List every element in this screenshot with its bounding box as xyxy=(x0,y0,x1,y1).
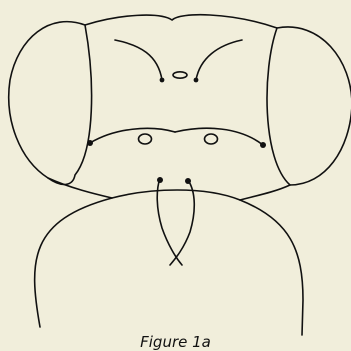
epistomal-suture-left xyxy=(90,128,175,143)
median-ocellus xyxy=(173,72,187,78)
suture-left-end xyxy=(87,140,93,146)
left-compound-eye xyxy=(9,22,92,185)
right-compound-eye xyxy=(267,27,351,185)
pronotum-outline xyxy=(35,190,303,335)
frontal-suture-left xyxy=(115,40,162,80)
frontal-suture-right-end xyxy=(194,78,199,83)
right-antennal-socket xyxy=(185,178,191,184)
head-lower-left xyxy=(48,178,112,198)
right-lateral-ocellus xyxy=(205,134,218,144)
frontal-suture-left-end xyxy=(160,78,165,83)
head-lower-right xyxy=(240,185,290,200)
epistomal-suture-right xyxy=(175,128,263,145)
figure-caption: Figure 1a xyxy=(0,333,351,351)
head-capsule-outline xyxy=(85,15,277,28)
left-antennal-socket xyxy=(157,177,163,183)
suture-right-end xyxy=(260,142,266,148)
frontal-suture-right xyxy=(196,40,242,80)
left-lateral-ocellus xyxy=(139,134,152,144)
